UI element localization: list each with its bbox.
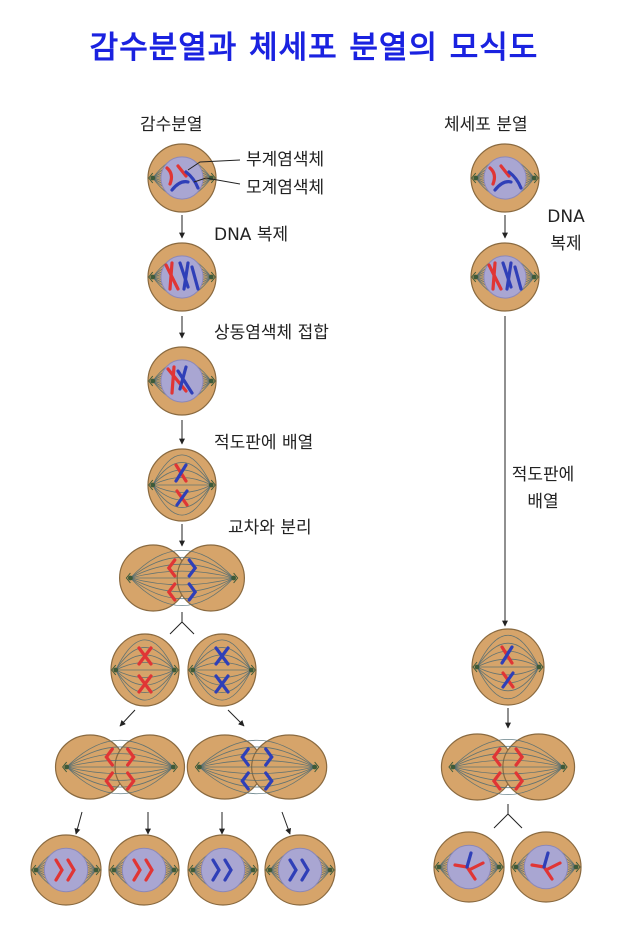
mitosis-cell-interphase	[470, 143, 540, 213]
step-synapsis: 상동염색체 접합	[214, 323, 329, 343]
mitosis-step-align-line2: 배열	[527, 492, 559, 512]
step-crossing-separation: 교차와 분리	[228, 518, 312, 538]
meiosis-cell-anaphase2-left	[54, 734, 186, 800]
arrow-m10	[281, 811, 291, 835]
mitosis-step-align: 적도판에 배열	[498, 462, 588, 516]
meiosis-cell-metaphase	[147, 448, 217, 522]
mitosis-cell-anaphase	[440, 733, 576, 801]
meiosis-cell-metaphase2-right	[187, 633, 257, 707]
mitosis-step-align-line1: 적도판에	[511, 465, 575, 485]
arrow-m7	[74, 811, 83, 835]
mitosis-heading: 체세포 분열	[444, 115, 528, 135]
meiosis-cell-metaphase2-left	[110, 633, 180, 707]
mitosis-cell-metaphase	[471, 628, 545, 706]
mitosis-cell-replicated	[470, 242, 540, 312]
arrow-m5	[119, 709, 136, 727]
fork-meiosis	[169, 612, 195, 635]
meiosis-daughter-1	[30, 834, 102, 906]
meiosis-cell-replicated	[147, 242, 217, 312]
legend-brackets	[187, 159, 241, 185]
legend-maternal-label: 모계염색체	[246, 178, 325, 198]
mitosis-step-dna-line1: DNA	[547, 207, 585, 227]
meiosis-daughter-2	[108, 834, 180, 906]
mitosis-step-dna: DNA 복제	[526, 204, 606, 258]
legend-paternal-label: 부계염색체	[246, 150, 325, 170]
meiosis-daughter-4	[264, 834, 336, 906]
meiosis-cell-anaphase1	[118, 544, 246, 612]
fork-mitosis	[493, 804, 523, 829]
mitosis-daughter-right	[510, 831, 582, 903]
mitosis-step-dna-line2: 복제	[550, 234, 582, 254]
figure-title: 감수분열과 체세포 분열의 모식도	[89, 30, 539, 66]
meiosis-daughter-3	[187, 834, 259, 906]
meiosis-heading: 감수분열	[140, 115, 203, 135]
meiosis-cell-anaphase2-right	[186, 734, 328, 800]
arrow-m6	[227, 709, 245, 727]
mitosis-daughter-left	[433, 831, 505, 903]
step-dna-replication: DNA 복제	[214, 225, 289, 245]
meiosis-cell-synapsis	[147, 346, 217, 416]
step-metaphase-align: 적도판에 배열	[214, 433, 314, 453]
